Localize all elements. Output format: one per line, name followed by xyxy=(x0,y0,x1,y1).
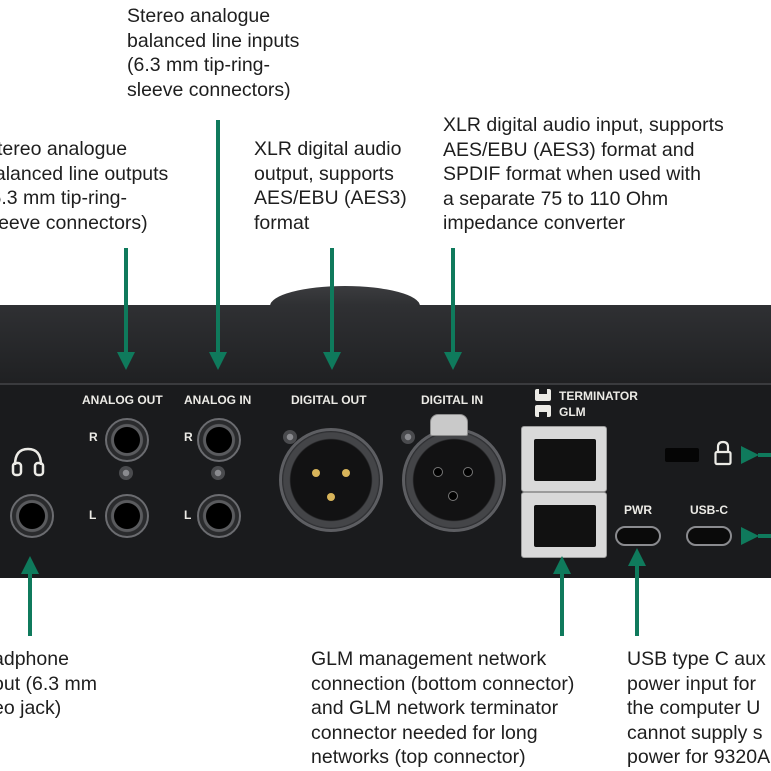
label-analog-out-l: L xyxy=(89,508,97,522)
rj45-hole xyxy=(534,505,596,547)
xlr-socket xyxy=(448,491,458,501)
label-analog-out: ANALOG OUT xyxy=(82,393,163,407)
terminator-icon xyxy=(535,389,551,401)
callout-glm: GLM management network connection (botto… xyxy=(311,648,575,769)
rj45-hole xyxy=(534,439,596,481)
terminator-rj45-port[interactable] xyxy=(521,426,607,492)
arrow-lock xyxy=(758,453,771,457)
headphone-jack[interactable] xyxy=(10,494,54,538)
arrow-head xyxy=(444,352,462,370)
digital-in-xlr-connector[interactable] xyxy=(402,428,506,532)
digital-out-xlr-connector[interactable] xyxy=(279,428,383,532)
arrow-glm xyxy=(560,574,564,636)
callout-digital-out: XLR digital audio output, supports AES/E… xyxy=(254,138,407,234)
arrow-pwr xyxy=(635,566,639,636)
xlr-pin xyxy=(327,493,335,501)
label-terminator: TERMINATOR xyxy=(559,389,638,403)
callout-digital-in: XLR digital audio input, supports AES/EB… xyxy=(443,114,724,235)
arrow-head xyxy=(741,527,759,545)
label-usb-c: USB-C xyxy=(690,503,728,517)
screw xyxy=(119,466,133,480)
arrow-head xyxy=(209,352,227,370)
lock-icon xyxy=(714,440,732,466)
arrow-head xyxy=(117,352,135,370)
callout-usb-c: USB type C aux power input for the compu… xyxy=(627,648,771,769)
xlr-pin xyxy=(312,469,320,477)
rear-panel xyxy=(0,383,771,578)
arrow-head xyxy=(628,548,646,566)
label-digital-in: DIGITAL IN xyxy=(421,393,484,407)
arrow-digital-out xyxy=(330,248,334,352)
headphone-icon xyxy=(11,447,45,477)
arrow-analog-out xyxy=(124,248,128,352)
screw xyxy=(211,466,225,480)
arrow-digital-in xyxy=(451,248,455,352)
analog-in-r-jack[interactable] xyxy=(197,418,241,462)
label-digital-out: DIGITAL OUT xyxy=(291,393,367,407)
analog-out-l-jack[interactable] xyxy=(105,494,149,538)
glm-icon xyxy=(535,405,551,417)
analog-out-r-jack[interactable] xyxy=(105,418,149,462)
kensington-slot[interactable] xyxy=(665,448,699,462)
pwr-usb-c-port[interactable] xyxy=(615,526,661,546)
callout-analog-in: Stereo analogue balanced line inputs (6.… xyxy=(127,5,300,101)
xlr-socket xyxy=(433,467,443,477)
screw xyxy=(283,430,297,444)
xlr-pin xyxy=(342,469,350,477)
label-analog-in-r: R xyxy=(184,430,193,444)
arrow-analog-in xyxy=(216,120,220,352)
usb-c-port[interactable] xyxy=(686,526,732,546)
label-glm: GLM xyxy=(559,405,586,419)
label-analog-in: ANALOG IN xyxy=(184,393,252,407)
screw xyxy=(401,430,415,444)
arrow-head xyxy=(21,556,39,574)
arrow-usb-c xyxy=(758,534,771,538)
label-pwr: PWR xyxy=(624,503,652,517)
arrow-head xyxy=(741,446,759,464)
xlr-socket xyxy=(463,467,473,477)
label-analog-in-l: L xyxy=(184,508,192,522)
label-analog-out-r: R xyxy=(89,430,98,444)
xlr-latch[interactable] xyxy=(430,414,468,436)
glm-rj45-port[interactable] xyxy=(521,492,607,558)
analog-in-l-jack[interactable] xyxy=(197,494,241,538)
device-top-surface xyxy=(0,305,771,385)
arrow-head xyxy=(323,352,341,370)
callout-analog-out: Stereo analogue balanced line outputs (6… xyxy=(0,138,169,234)
arrow-head xyxy=(553,556,571,574)
arrow-headphone xyxy=(28,574,32,636)
callout-headphone: adphone out (6.3 mm eo jack) xyxy=(0,648,98,720)
